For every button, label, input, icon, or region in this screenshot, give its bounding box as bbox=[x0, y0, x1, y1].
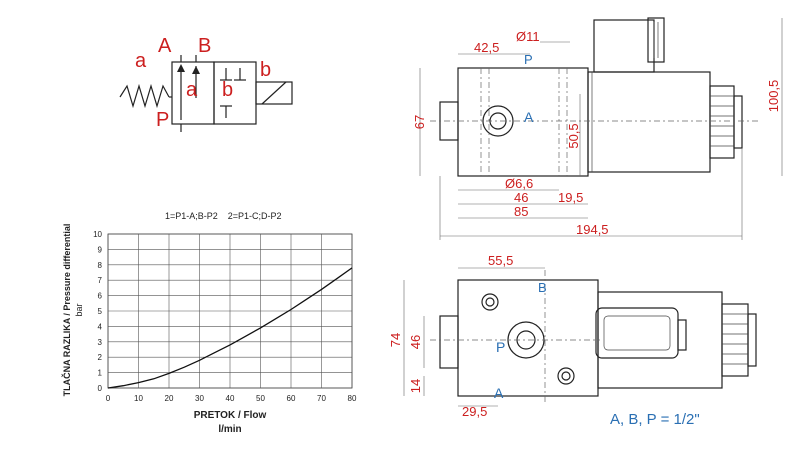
chart-ytick-label: 1 bbox=[98, 369, 103, 378]
chart-xtick-label: 20 bbox=[165, 394, 174, 403]
dim-74: 74 bbox=[388, 333, 403, 347]
top-view: 42,5 Ø11 P A 67 50,5 100,5 Ø6,6 46 19,5 … bbox=[412, 17, 783, 240]
chart-ylabel-line2: bar bbox=[74, 303, 84, 316]
chart-ytick-label: 6 bbox=[98, 292, 103, 301]
symbol-label-b-inner: b bbox=[222, 79, 233, 101]
dim-100-5: 100,5 bbox=[766, 80, 781, 113]
top-port-a: A bbox=[524, 109, 534, 125]
pressure-flow-chart: 1=P1-A;B-P2 2=P1-C;D-P2 0 1 2 3 4 5 6 7 8 9 10 0 10… bbox=[61, 211, 357, 435]
front-side-plug bbox=[439, 315, 459, 369]
symbol-port-b: B bbox=[198, 35, 211, 57]
connector-plug bbox=[593, 19, 655, 73]
dim-29-5: 29,5 bbox=[462, 404, 487, 419]
port-size-note: A, B, P = 1/2" bbox=[610, 411, 700, 428]
dim-d6-6: Ø6,6 bbox=[505, 176, 533, 191]
chart-ytick-label: 3 bbox=[98, 338, 103, 347]
chart-y-ticks: 0 1 2 3 4 5 6 7 8 9 10 bbox=[93, 230, 102, 393]
coil-housing bbox=[587, 71, 711, 173]
chart-title: 1=P1-A;B-P2 2=P1-C;D-P2 bbox=[165, 211, 282, 221]
chart-series-line bbox=[107, 267, 353, 389]
chart-ytick-label: 4 bbox=[98, 322, 103, 331]
connector-cap bbox=[647, 17, 665, 63]
front-port-b: B bbox=[538, 280, 547, 295]
chart-xtick-label: 10 bbox=[134, 394, 143, 403]
chart-ylabel-line1: TLAČNA RAZLIKA / Pressure differential bbox=[61, 224, 72, 397]
chart-xlabel-line1: PRETOK / Flow bbox=[194, 410, 267, 421]
chart-xtick-label: 50 bbox=[256, 394, 265, 403]
symbol-label-a-left: a bbox=[135, 50, 147, 72]
chart-x-ticks: 0 10 20 30 40 50 60 70 80 bbox=[106, 394, 357, 403]
symbol-label-b-right: b bbox=[260, 59, 271, 81]
dim-50-5: 50,5 bbox=[566, 123, 581, 148]
chart-xtick-label: 0 bbox=[106, 394, 111, 403]
chart-xlabel-line2: l/min bbox=[218, 424, 241, 435]
chart-xtick-label: 60 bbox=[287, 394, 296, 403]
chart-xtick-label: 80 bbox=[348, 394, 357, 403]
front-manual-override bbox=[721, 303, 749, 377]
valve-block bbox=[457, 67, 589, 177]
chart-grid bbox=[107, 233, 353, 389]
chart-ytick-label: 2 bbox=[98, 353, 103, 362]
chart-ytick-label: 10 bbox=[93, 230, 102, 239]
chart-ytick-label: 5 bbox=[98, 307, 103, 316]
spring-icon bbox=[119, 83, 170, 109]
dim-14: 14 bbox=[408, 379, 423, 393]
symbol-port-a: A bbox=[158, 35, 172, 57]
chart-ytick-label: 7 bbox=[98, 276, 103, 285]
front-coil-housing bbox=[597, 291, 723, 389]
chart-ytick-label: 0 bbox=[98, 384, 103, 393]
symbol-port-p: P bbox=[156, 109, 169, 131]
envelope-b bbox=[213, 61, 257, 125]
front-view: 55,5 B P A 74 46 14 29,5 A, B, P = 1/2" bbox=[388, 253, 757, 428]
front-valve-block bbox=[457, 279, 599, 397]
solenoid-icon bbox=[255, 81, 293, 105]
manual-override bbox=[709, 85, 735, 159]
chart-xtick-label: 30 bbox=[195, 394, 204, 403]
valve-symbol: A B P a a b b bbox=[119, 35, 293, 132]
top-port-p: P bbox=[524, 52, 533, 67]
chart-xtick-label: 40 bbox=[226, 394, 235, 403]
dim-46-top: 46 bbox=[514, 190, 528, 205]
front-port-p: P bbox=[496, 339, 505, 355]
symbol-label-a-inner: a bbox=[186, 79, 198, 101]
front-port-b-hole bbox=[481, 293, 499, 311]
dim-42-5: 42,5 bbox=[474, 40, 499, 55]
chart-ytick-label: 8 bbox=[98, 261, 103, 270]
dim-55-5: 55,5 bbox=[488, 253, 513, 268]
front-port-a-hole bbox=[557, 367, 575, 385]
chart-series bbox=[107, 267, 353, 389]
chart-xtick-label: 70 bbox=[317, 394, 326, 403]
front-port-a: A bbox=[494, 385, 504, 401]
dim-85: 85 bbox=[514, 204, 528, 219]
chart-ytick-label: 9 bbox=[98, 245, 103, 254]
dim-67: 67 bbox=[412, 115, 427, 129]
dim-194-5: 194,5 bbox=[576, 222, 609, 237]
dim-19-5: 19,5 bbox=[558, 190, 583, 205]
dim-d11: Ø11 bbox=[516, 29, 540, 44]
dim-46-front: 46 bbox=[408, 335, 423, 349]
front-connector bbox=[595, 307, 679, 359]
